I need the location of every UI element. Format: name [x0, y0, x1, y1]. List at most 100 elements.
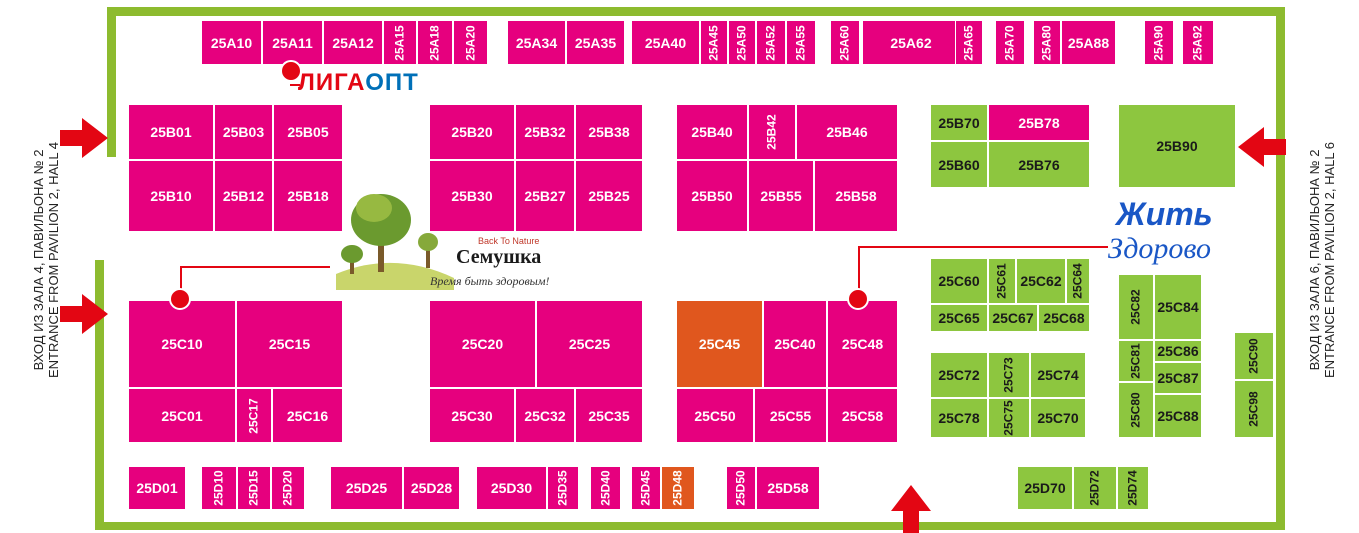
booth-25a18[interactable]: 25A18 [417, 20, 453, 65]
booth-25c98[interactable]: 25C98 [1234, 380, 1274, 438]
booth-25b90[interactable]: 25B90 [1118, 104, 1236, 188]
booth-25d01[interactable]: 25D01 [128, 466, 186, 510]
booth-label: 25B32 [524, 124, 566, 140]
booth-25d35[interactable]: 25D35 [547, 466, 579, 510]
booth-25c78[interactable]: 25C78 [930, 398, 988, 438]
booth-25c40[interactable]: 25C40 [763, 300, 827, 388]
booth-25c70[interactable]: 25C70 [1030, 398, 1086, 438]
booth-25a70[interactable]: 25A70 [995, 20, 1025, 65]
booth-25a45[interactable]: 25A45 [700, 20, 728, 65]
booth-25c86[interactable]: 25C86 [1154, 340, 1202, 362]
booth-25c20[interactable]: 25C20 [429, 300, 536, 388]
booth-25c82[interactable]: 25C82 [1118, 274, 1154, 340]
booth-25c84[interactable]: 25C84 [1154, 274, 1202, 340]
booth-25a65[interactable]: 25A65 [955, 20, 983, 65]
booth-25a62[interactable]: 25A62 [862, 20, 960, 65]
booth-25c88[interactable]: 25C88 [1154, 394, 1202, 438]
booth-25a12[interactable]: 25A12 [323, 20, 383, 65]
booth-25b03[interactable]: 25B03 [214, 104, 273, 160]
booth-25d48[interactable]: 25D48 [661, 466, 695, 510]
booth-25c75[interactable]: 25C75 [988, 398, 1030, 438]
booth-25d70[interactable]: 25D70 [1017, 466, 1073, 510]
booth-25b46[interactable]: 25B46 [796, 104, 898, 160]
booth-25c32[interactable]: 25C32 [515, 388, 575, 443]
booth-25d45[interactable]: 25D45 [631, 466, 661, 510]
booth-25a40[interactable]: 25A40 [631, 20, 700, 65]
booth-25c61[interactable]: 25C61 [988, 258, 1016, 304]
booth-25d58[interactable]: 25D58 [756, 466, 820, 510]
booth-25b58[interactable]: 25B58 [814, 160, 898, 232]
booth-25c50[interactable]: 25C50 [676, 388, 754, 443]
booth-25b78[interactable]: 25B78 [988, 104, 1090, 141]
booth-25c60[interactable]: 25C60 [930, 258, 988, 304]
booth-25c90[interactable]: 25C90 [1234, 332, 1274, 380]
booth-25d50[interactable]: 25D50 [726, 466, 756, 510]
booth-25b10[interactable]: 25B10 [128, 160, 214, 232]
booth-25c67[interactable]: 25C67 [988, 304, 1038, 332]
booth-25b18[interactable]: 25B18 [273, 160, 343, 232]
booth-25a34[interactable]: 25A34 [507, 20, 566, 65]
booth-25b05[interactable]: 25B05 [273, 104, 343, 160]
booth-25c80[interactable]: 25C80 [1118, 382, 1154, 438]
booth-25c45[interactable]: 25C45 [676, 300, 763, 388]
booth-25a35[interactable]: 25A35 [566, 20, 625, 65]
booth-25b38[interactable]: 25B38 [575, 104, 643, 160]
booth-25b60[interactable]: 25B60 [930, 141, 988, 188]
booth-25c55[interactable]: 25C55 [754, 388, 827, 443]
booth-25a15[interactable]: 25A15 [383, 20, 417, 65]
booth-25a90[interactable]: 25A90 [1144, 20, 1174, 65]
booth-25a80[interactable]: 25A80 [1033, 20, 1061, 65]
booth-25c15[interactable]: 25C15 [236, 300, 343, 388]
booth-25a52[interactable]: 25A52 [756, 20, 786, 65]
booth-25c73[interactable]: 25C73 [988, 352, 1030, 398]
booth-25b42[interactable]: 25B42 [748, 104, 796, 160]
booth-25c58[interactable]: 25C58 [827, 388, 898, 443]
booth-25b20[interactable]: 25B20 [429, 104, 515, 160]
booth-25c81[interactable]: 25C81 [1118, 340, 1154, 382]
booth-25c25[interactable]: 25C25 [536, 300, 643, 388]
booth-25c30[interactable]: 25C30 [429, 388, 515, 443]
booth-25b40[interactable]: 25B40 [676, 104, 748, 160]
booth-25a20[interactable]: 25A20 [453, 20, 488, 65]
booth-25c62[interactable]: 25C62 [1016, 258, 1066, 304]
booth-25c65[interactable]: 25C65 [930, 304, 988, 332]
booth-label: 25A55 [794, 24, 808, 61]
booth-25b76[interactable]: 25B76 [988, 141, 1090, 188]
booth-25b50[interactable]: 25B50 [676, 160, 748, 232]
booth-25d10[interactable]: 25D10 [201, 466, 237, 510]
booth-25a60[interactable]: 25A60 [830, 20, 860, 65]
booth-25d15[interactable]: 25D15 [237, 466, 271, 510]
booth-25d25[interactable]: 25D25 [330, 466, 403, 510]
booth-25d74[interactable]: 25D74 [1117, 466, 1149, 510]
booth-25c16[interactable]: 25C16 [272, 388, 343, 443]
booth-25d30[interactable]: 25D30 [476, 466, 547, 510]
booth-25c48[interactable]: 25C48 [827, 300, 898, 388]
booth-25a10[interactable]: 25A10 [201, 20, 262, 65]
booth-25a11[interactable]: 25A11 [262, 20, 323, 65]
booth-25b25[interactable]: 25B25 [575, 160, 643, 232]
booth-25a55[interactable]: 25A55 [786, 20, 816, 65]
booth-25c10[interactable]: 25C10 [128, 300, 236, 388]
booth-25c64[interactable]: 25C64 [1066, 258, 1090, 304]
booth-25c17[interactable]: 25C17 [236, 388, 272, 443]
booth-25c35[interactable]: 25C35 [575, 388, 643, 443]
booth-25d28[interactable]: 25D28 [403, 466, 460, 510]
booth-25c01[interactable]: 25C01 [128, 388, 236, 443]
booth-25b01[interactable]: 25B01 [128, 104, 214, 160]
booth-25c68[interactable]: 25C68 [1038, 304, 1090, 332]
booth-25d72[interactable]: 25D72 [1073, 466, 1117, 510]
booth-25b12[interactable]: 25B12 [214, 160, 273, 232]
booth-25b32[interactable]: 25B32 [515, 104, 575, 160]
booth-25a50[interactable]: 25A50 [728, 20, 756, 65]
booth-25b27[interactable]: 25B27 [515, 160, 575, 232]
booth-25c72[interactable]: 25C72 [930, 352, 988, 398]
booth-25c74[interactable]: 25C74 [1030, 352, 1086, 398]
booth-25d20[interactable]: 25D20 [271, 466, 305, 510]
booth-25d40[interactable]: 25D40 [590, 466, 621, 510]
booth-25a88[interactable]: 25A88 [1061, 20, 1116, 65]
booth-25a92[interactable]: 25A92 [1182, 20, 1214, 65]
booth-25b55[interactable]: 25B55 [748, 160, 814, 232]
booth-25b30[interactable]: 25B30 [429, 160, 515, 232]
booth-25b70[interactable]: 25B70 [930, 104, 988, 141]
booth-25c87[interactable]: 25C87 [1154, 362, 1202, 394]
